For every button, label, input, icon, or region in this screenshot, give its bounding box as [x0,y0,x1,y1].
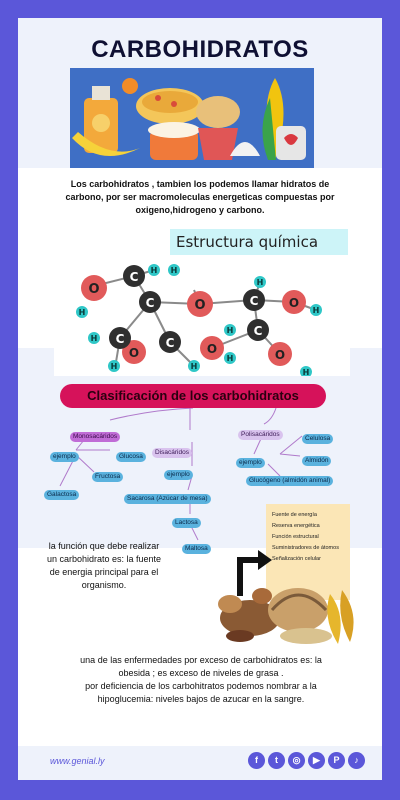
svg-text:O: O [289,296,299,310]
disease-text-deficiency: por deficiencia de los carbohitratos pod… [85,681,317,704]
instagram-icon[interactable]: ◎ [288,752,305,769]
svg-text:C: C [166,336,175,350]
svg-text:H: H [227,326,234,335]
functions-list-item: Suministradores de átomos [272,545,339,551]
node-ejemplo-di: ejemplo [164,470,193,480]
hydrogen-atom: H [188,360,200,372]
oxygen-atom: O [122,340,146,364]
hydrogen-atom: H [310,304,322,316]
disease-text-excess: una de las enfermedades por exceso de ca… [80,655,322,678]
functions-list-item: Fuente de energía [272,512,317,518]
node-sacarosa: Sacarosa (Azúcar de mesa) [124,494,211,504]
svg-text:O: O [88,282,99,297]
svg-text:O: O [275,348,285,362]
svg-text:H: H [151,266,158,275]
svg-text:C: C [116,332,125,346]
hydrogen-atom: H [224,352,236,364]
chemical-structure-title: Estructura química [170,229,348,255]
node-glucosa: Glucosa [116,452,146,462]
functions-list: Fuente de energía Reserva energética Fun… [266,504,350,600]
node-polisacaridos: Polisacáridos [238,430,283,440]
genially-link[interactable]: www.genial.ly [50,756,105,766]
carbon-atom: C [123,265,145,287]
svg-text:C: C [250,294,259,308]
oxygen-atom: O [200,336,224,360]
svg-text:C: C [130,270,139,284]
classification-mindmap: Clasificación de los carbohidratos Monos… [40,380,346,556]
tiktok-icon[interactable]: ♪ [348,752,365,769]
node-monosacaridos: Monosacáridos [70,432,121,442]
oxygen-atom: O [268,342,292,366]
svg-text:H: H [171,266,178,275]
carbohydrate-foods-image [218,588,354,644]
hydrogen-atom: H [254,276,266,288]
svg-text:H: H [303,368,310,376]
functions-list-item: Función estructural [272,534,319,540]
functions-list-item: Reserva energética [272,523,320,529]
arrow-icon [237,550,272,596]
hydrogen-atom: H [76,306,88,318]
svg-text:H: H [79,308,86,317]
pinterest-icon[interactable]: P [328,752,345,769]
footer: www.genial.ly f t ◎ ▶ P ♪ [18,746,382,780]
node-ejemplo-poli: ejemplo [236,458,265,468]
functions-list-item: Señalización celular [272,556,321,562]
oxygen-atom: O [282,290,306,314]
oxygen-atom: O [187,291,213,317]
chemical-structure: O O O O O O C C C C C C H H H H H H H H [54,226,350,376]
facebook-icon[interactable]: f [248,752,265,769]
classification-title: Clasificación de los carbohidratos [60,384,326,408]
svg-text:H: H [191,362,198,371]
hydrogen-atom: H [300,366,312,376]
page-title: CARBOHIDRATOS [91,36,309,63]
carbon-atom: C [247,319,269,341]
carbon-atom: C [139,291,161,313]
svg-text:H: H [313,306,320,315]
node-galactosa: Galactosa [44,490,80,500]
svg-text:H: H [257,278,264,287]
node-fructosa: Fructosa [92,472,124,482]
svg-text:C: C [254,324,263,338]
hydrogen-atom: H [108,360,120,372]
node-celulosa: Celulosa [302,434,334,444]
node-maltosa: Maltosa [182,544,211,554]
hydrogen-atom: H [148,264,160,276]
oxygen-atom: O [81,275,107,301]
node-disacaridos: Disacáridos [152,448,192,458]
intro-text: Los carbohidratos , tambien los podemos … [65,179,335,215]
food-illustration [70,68,314,168]
function-text: la función que debe realizar un carbohid… [46,541,162,590]
hydrogen-atom: H [168,264,180,276]
node-ejemplo-mono: ejemplo [50,452,79,462]
twitter-icon[interactable]: t [268,752,285,769]
youtube-icon[interactable]: ▶ [308,752,325,769]
node-glucogeno: Glucógeno (almidón animal) [246,476,334,486]
carbon-atom: C [109,327,131,349]
infographic-page: CARBOHIDRATOS Los carbohidratos , tambie… [18,18,382,780]
node-lactosa: Lactosa [172,518,201,528]
svg-text:H: H [91,334,98,343]
hydrogen-atom: H [224,324,236,336]
disease-text: una de las enfermedades por exceso de ca… [66,654,336,706]
svg-text:O: O [129,346,139,360]
svg-text:O: O [194,298,205,313]
node-almidon: Almidón [302,456,332,466]
svg-text:H: H [111,362,118,371]
carbon-atom: C [159,331,181,353]
svg-text:C: C [146,296,155,310]
svg-text:H: H [227,354,234,363]
carbon-atom: C [243,289,265,311]
svg-text:O: O [207,342,217,356]
hydrogen-atom: H [88,332,100,344]
